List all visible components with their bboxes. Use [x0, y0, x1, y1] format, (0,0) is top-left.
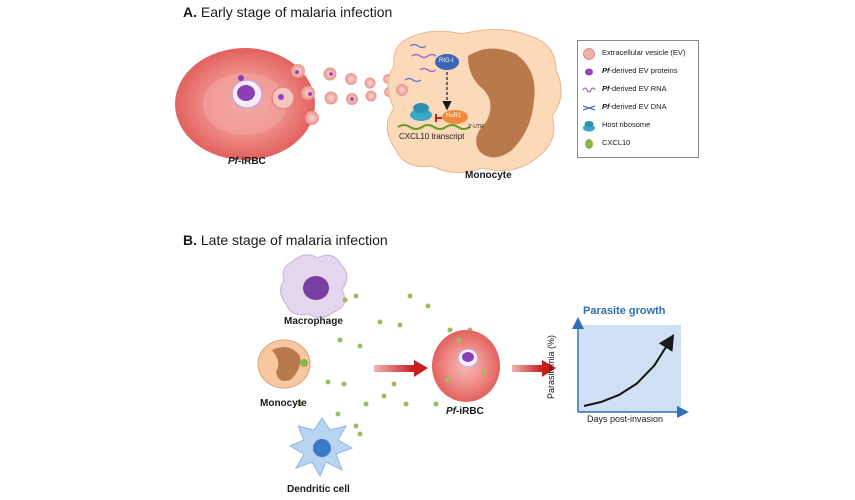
- legend-item-ribosome: Host ribosome: [578, 119, 698, 133]
- panel-b-irbc-label: Pf-iRBC: [446, 406, 484, 417]
- ev-stream: [291, 64, 394, 125]
- chart-ylabel: Parasitemia (%): [546, 334, 557, 400]
- parasite-growth-chart: [572, 317, 689, 418]
- transcript-label: CXCL10 transcript: [399, 132, 465, 141]
- cxcl10-dots: [297, 293, 473, 437]
- red-arrow-2: [512, 360, 556, 377]
- dna-helix-icon: [582, 105, 596, 111]
- utr-label: 3'-UTR: [468, 124, 484, 130]
- ev-circle-icon: [583, 48, 595, 60]
- panel-a-title: A. Early stage of malaria infection: [183, 4, 393, 20]
- panel-a-irbc-label: Pf-iRBC: [228, 156, 266, 167]
- chart-series-line: [583, 334, 675, 407]
- rig-i-label: RIG-I: [439, 58, 454, 64]
- legend-item-ev: Extracellular vesicle (EV): [578, 47, 698, 61]
- legend: Extracellular vesicle (EV) Pf-derived EV…: [577, 40, 699, 158]
- panel-a-monocyte-label: Monocyte: [465, 170, 512, 181]
- dendritic-cell: [288, 417, 354, 478]
- panel-a-irbc: [175, 48, 315, 160]
- panel-a-monocyte: [386, 28, 562, 173]
- cxcl10-drop-icon: [585, 139, 593, 149]
- macrophage-label: Macrophage: [284, 316, 343, 327]
- chart-title: Parasite growth: [583, 305, 666, 317]
- rna-squiggle-icon: [582, 87, 596, 93]
- protein-blob-icon: [585, 68, 593, 76]
- red-arrow-1: [374, 360, 428, 377]
- legend-item-rna: Pf-derived EV RNA: [578, 83, 698, 97]
- legend-item-cxcl10: CXCL10: [578, 137, 698, 151]
- macrophage: [280, 254, 348, 318]
- panel-b-irbc: [432, 330, 500, 402]
- dendritic-cell-label: Dendritic cell: [287, 484, 350, 495]
- chart-plot-area: [578, 325, 681, 412]
- monocyte-b-label: Monocyte: [260, 398, 307, 409]
- monocyte-b: [257, 339, 311, 389]
- panel-b-title: B. Late stage of malaria infection: [183, 232, 388, 248]
- legend-item-dna: Pf-derived EV DNA: [578, 101, 698, 115]
- ribosome-icon: [583, 121, 595, 132]
- hur1-label: HuR1: [446, 113, 462, 119]
- legend-item-proteins: Pf-derived EV proteins: [578, 65, 698, 79]
- chart-xlabel: Days post-invasion: [587, 414, 664, 424]
